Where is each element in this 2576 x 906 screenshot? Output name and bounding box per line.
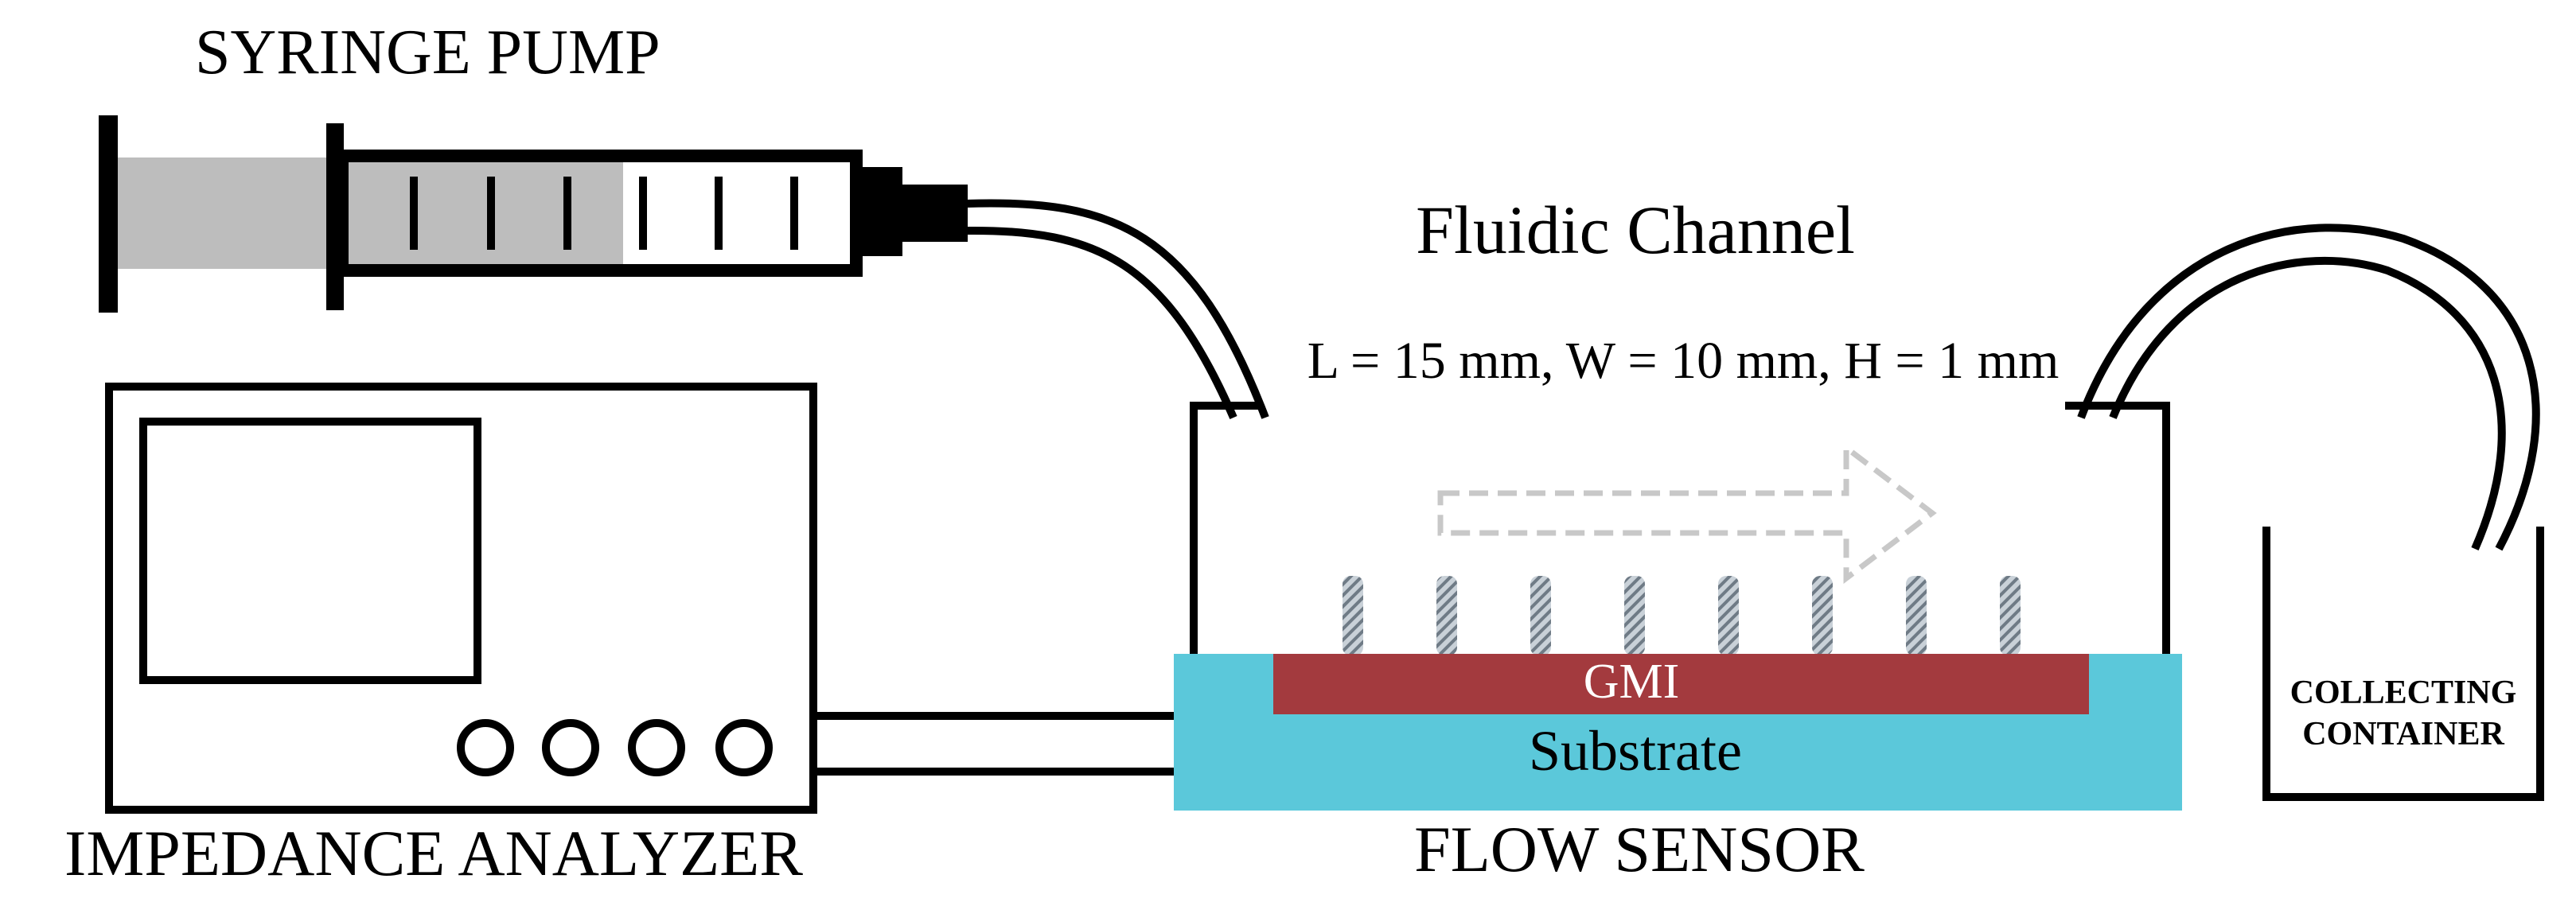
analyzer-knob xyxy=(628,719,685,776)
collecting-container-line2: CONTAINER xyxy=(2302,716,2504,752)
beaker-icon xyxy=(2262,527,2544,801)
syringe-pump: SYRINGE PUMP xyxy=(99,17,968,313)
analyzer-knob xyxy=(542,719,599,776)
impedance-analyzer: IMPEDANCE ANALYZER xyxy=(64,383,817,889)
pillar xyxy=(1343,576,1363,655)
fluidic-channel-title: Fluidic Channel xyxy=(1416,192,1855,268)
pillar-array xyxy=(1343,576,2021,655)
channel-dimensions: L = 15 mm, W = 10 mm, H = 1 mm xyxy=(1307,332,2060,390)
collecting-container-line1: COLLECTING xyxy=(2290,675,2517,711)
pillar xyxy=(1812,576,1833,655)
analyzer-screen xyxy=(139,418,481,684)
impedance-analyzer-label: IMPEDANCE ANALYZER xyxy=(64,817,803,889)
gmi-label: GMI xyxy=(1584,655,1680,709)
flow-sensor-label: FLOW SENSOR xyxy=(1414,813,1865,885)
impedance-analyzer-icon xyxy=(105,383,817,814)
collecting-container: COLLECTING CONTAINER xyxy=(2262,527,2544,801)
dashed-arrow-right-icon xyxy=(1437,441,1937,585)
substrate-label: Substrate xyxy=(1529,719,1742,783)
pillar xyxy=(1624,576,1645,655)
channel-walls xyxy=(1190,402,2170,660)
pillar xyxy=(1530,576,1551,655)
analyzer-wires xyxy=(813,712,1174,776)
syringe-icon xyxy=(99,115,968,313)
pillar xyxy=(2000,576,2021,655)
analyzer-knob xyxy=(715,719,773,776)
pillar xyxy=(1718,576,1739,655)
pillar xyxy=(1906,576,1927,655)
syringe-pump-label: SYRINGE PUMP xyxy=(195,17,661,87)
analyzer-knob xyxy=(457,719,514,776)
outlet-tube xyxy=(2077,224,2540,551)
gmi-layer xyxy=(1273,654,2089,714)
pillar xyxy=(1436,576,1457,655)
inlet-tube xyxy=(965,199,1269,419)
flow-sensor: Fluidic Channel L = 15 mm, W = 10 mm, H … xyxy=(1174,192,2182,885)
